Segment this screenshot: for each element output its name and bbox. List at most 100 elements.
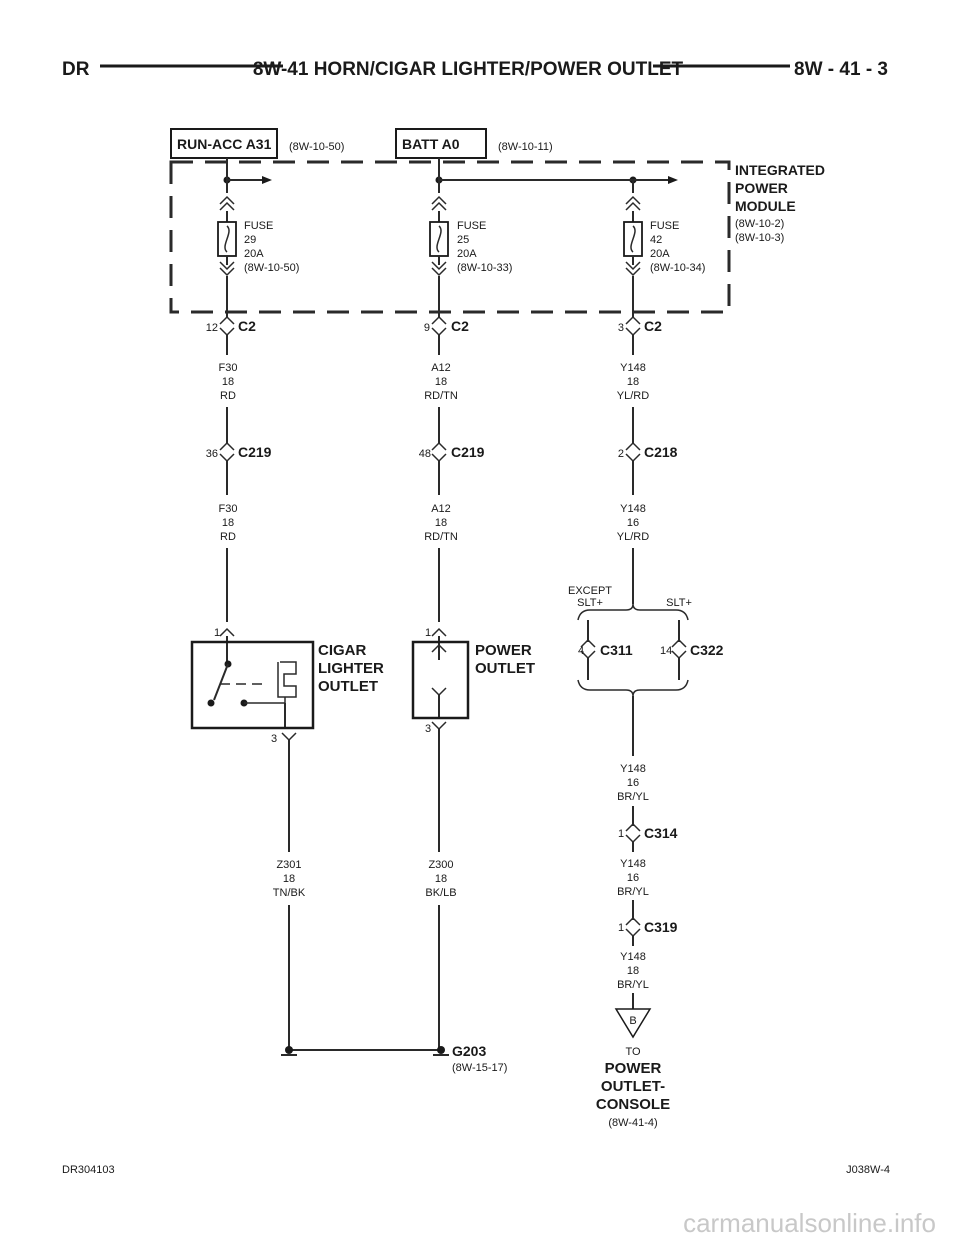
c322-conn-male — [671, 650, 687, 660]
fuse-25-label: FUSE 25 20A (8W-10-33) — [457, 220, 512, 274]
offpage-flag — [614, 1008, 652, 1039]
c314-conn-female — [625, 822, 641, 832]
fuse-25-element — [436, 225, 442, 253]
c314-pin: 1 — [618, 828, 624, 840]
fuse-out-1-a — [431, 261, 447, 271]
fuse-out-0-b — [219, 267, 235, 277]
svg-text:18: 18 — [283, 873, 295, 885]
power-outlet-label-2: OUTLET — [475, 660, 535, 677]
svg-text:Z301: Z301 — [276, 859, 301, 871]
ipm-line1: INTEGRATED — [735, 162, 825, 178]
svg-text:(8W-10-50): (8W-10-50) — [244, 262, 299, 274]
c314-conn-male — [625, 834, 641, 844]
c2-name-1: C2 — [238, 318, 256, 334]
svg-text:YL/RD: YL/RD — [617, 531, 649, 543]
ipm-ref2: (8W-10-3) — [735, 232, 784, 244]
fuse-in-2-a — [625, 195, 641, 205]
svg-text:RD: RD — [220, 390, 236, 402]
ground-dot-right — [437, 1046, 445, 1054]
outlet-contact-top — [431, 643, 447, 653]
c319-pin: 1 — [618, 922, 624, 934]
footer-right: J038W-4 — [846, 1164, 890, 1176]
c2-conn-0-male — [219, 327, 235, 337]
batt-box — [395, 128, 487, 159]
svg-text:Y148: Y148 — [620, 362, 646, 374]
power-outlet-pin-in: 1 — [425, 627, 431, 639]
header-title: 8W-41 HORN/CIGAR LIGHTER/POWER OUTLET — [253, 59, 684, 80]
mid-conn-2-female — [625, 441, 641, 451]
svg-text:18: 18 — [222, 517, 234, 529]
svg-text:FUSE: FUSE — [650, 220, 679, 232]
svg-text:BR/YL: BR/YL — [617, 791, 649, 803]
c2-pin-3: 3 — [618, 322, 624, 334]
cigar-contact-left — [207, 699, 215, 707]
svg-text:16: 16 — [627, 872, 639, 884]
fuse-29-element — [224, 225, 230, 253]
svg-text:A12: A12 — [431, 362, 451, 374]
fuse-in-0-a — [219, 195, 235, 205]
svg-text:Y148: Y148 — [620, 503, 646, 515]
header-right: 8W - 41 - 3 — [794, 59, 888, 80]
power-conn-in — [431, 627, 447, 637]
mid-conn-0-female — [219, 441, 235, 451]
c319-name: C319 — [644, 919, 678, 935]
c311-name: C311 — [600, 642, 633, 658]
power-conn-out — [431, 721, 447, 731]
svg-text:TN/BK: TN/BK — [273, 887, 306, 899]
svg-text:18: 18 — [627, 376, 639, 388]
fuse-out-0-a — [219, 261, 235, 271]
cigar-switch-arm — [213, 663, 229, 701]
run-acc-label: RUN-ACC A31 — [177, 136, 272, 152]
c319-conn-female — [625, 916, 641, 926]
c2-conn-2-male — [625, 327, 641, 337]
fuse-in-1-b — [431, 201, 447, 211]
svg-text:RD/TN: RD/TN — [424, 531, 458, 543]
mid-conn-1-male — [431, 453, 447, 463]
svg-text:20A: 20A — [244, 248, 264, 260]
ipm-line2: POWER — [735, 180, 788, 196]
svg-text:F30: F30 — [219, 503, 238, 515]
mid-conn-2-male — [625, 453, 641, 463]
svg-text:FUSE: FUSE — [244, 220, 273, 232]
svg-text:YL/RD: YL/RD — [617, 390, 649, 402]
to-ref: (8W-41-4) — [608, 1117, 657, 1129]
footer-left: DR304103 — [62, 1164, 115, 1176]
svg-text:Z300: Z300 — [428, 859, 453, 871]
cigar-conn-out — [281, 732, 297, 742]
to-line-2: OUTLET- — [601, 1078, 665, 1095]
ground-ref: (8W-15-17) — [452, 1062, 507, 1074]
svg-text:BR/YL: BR/YL — [617, 979, 649, 991]
feed-arrow-2 — [668, 176, 678, 184]
power-outlet-box — [411, 640, 470, 720]
offpage-flag-letter: B — [629, 1015, 636, 1027]
c2-conn-0-female — [219, 315, 235, 325]
fuse-42-element — [630, 225, 636, 253]
svg-text:Y148: Y148 — [620, 951, 646, 963]
c322-pin: 14 — [660, 645, 672, 657]
svg-text:42: 42 — [650, 234, 662, 246]
svg-text:16: 16 — [627, 777, 639, 789]
svg-text:BK/LB: BK/LB — [425, 887, 456, 899]
to-line-1: POWER — [605, 1060, 662, 1077]
header-left: DR — [62, 59, 90, 80]
fuse-42-label: FUSE 42 20A (8W-10-34) — [650, 220, 705, 274]
wire-f30-top: F30 18 RD — [219, 362, 238, 402]
power-outlet-pin-out: 3 — [425, 723, 431, 735]
fuse-in-1-a — [431, 195, 447, 205]
watermark: carmanualsonline.info — [683, 1208, 936, 1238]
wire-a12-mid: A12 18 RD/TN — [424, 503, 458, 543]
c2-name-3: C2 — [644, 318, 662, 334]
run-acc-box — [170, 128, 278, 159]
cigar-conn-in — [219, 627, 235, 637]
cigar-lighter-box — [190, 640, 315, 730]
cigar-label-3: OUTLET — [318, 678, 378, 695]
svg-text:18: 18 — [435, 376, 447, 388]
c219-pin-2: 48 — [419, 448, 431, 460]
cigar-pin-in: 1 — [214, 627, 220, 639]
split-top-bracket — [577, 603, 689, 621]
wire-y148-top: Y148 18 YL/RD — [617, 362, 649, 402]
fuse-out-1-b — [431, 267, 447, 277]
wire-y148-lower-1: Y148 16 BR/YL — [617, 763, 649, 803]
cigar-label-2: LIGHTER — [318, 660, 384, 677]
